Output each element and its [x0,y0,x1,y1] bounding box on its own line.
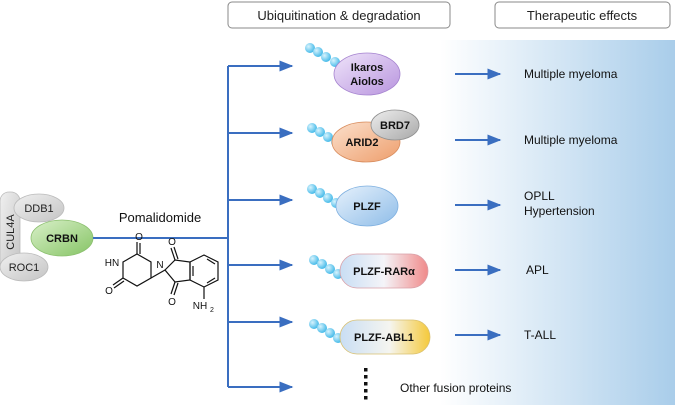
ddb1-label: DDB1 [24,203,53,215]
atom-o4: O [168,297,176,308]
ubiquitin-chain-1 [305,43,340,67]
plzf-label: PLZF [353,201,381,213]
therapeutic-panel-background [440,40,675,405]
ubiquitin-chain-5 [309,319,343,343]
atom-n: N [156,260,163,271]
roc1-shape [0,252,49,282]
ikaros-label: Ikaros [351,62,383,74]
crbn-label: CRBN [46,233,78,245]
arid2-label: ARID2 [345,137,378,149]
brd7-label: BRD7 [380,120,410,132]
effect-multiple-myeloma-1: Multiple myeloma [524,67,618,81]
atom-o1: O [135,232,143,243]
pomalidomide-structure [112,242,219,299]
ubiquitin-chain-4 [309,255,343,279]
effect-t-all: T-ALL [524,328,556,342]
atom-nh2-subscript: 2 [210,307,214,314]
target-plzf-abl1: PLZF-ABL1 [339,319,431,355]
roc1-label: ROC1 [9,262,40,274]
effect-apl: APL [526,263,549,277]
plzf-abl1-label: PLZF-ABL1 [354,332,414,344]
target-plzf-rara: PLZF-RARα [339,253,429,289]
aiolos-label: Aiolos [350,76,384,88]
atom-o2: O [105,286,113,297]
e3-ligase-complex: CUL4A DDB1 ROC1 CRBN [0,191,94,282]
header-therapeutic: Therapeutic effects [494,1,671,29]
ddb1-shape [13,193,65,223]
target-plzf: PLZF [335,185,399,227]
atom-o3: O [168,237,176,248]
pomalidomide-atoms: HN N O O O O NH 2 [105,232,214,314]
effect-hypertension: Hypertension [524,204,595,218]
target-ikaros-aiolos: Ikaros Aiolos [333,52,401,96]
header-ubiquitination-text: Ubiquitination & degradation [257,8,420,23]
branch-lines [93,60,294,393]
other-fusion-proteins-label: Other fusion proteins [400,381,511,395]
effect-multiple-myeloma-2: Multiple myeloma [524,133,618,147]
ellipsis-dots [364,368,368,400]
target-arid2: ARID2 BRD7 [331,109,420,163]
header-ubiquitination: Ubiquitination & degradation [227,1,451,29]
pomalidomide-label: Pomalidomide [119,210,201,225]
cul4a-label: CUL4A [5,214,17,250]
header-therapeutic-text: Therapeutic effects [527,8,638,23]
brd7-shape [370,109,420,141]
atom-hn: HN [105,258,119,269]
atom-nh2: NH [193,301,207,312]
effect-opll: OPLL [524,189,555,203]
effect-arrows [455,68,502,341]
plzf-rara-label: PLZF-RARα [353,266,415,278]
